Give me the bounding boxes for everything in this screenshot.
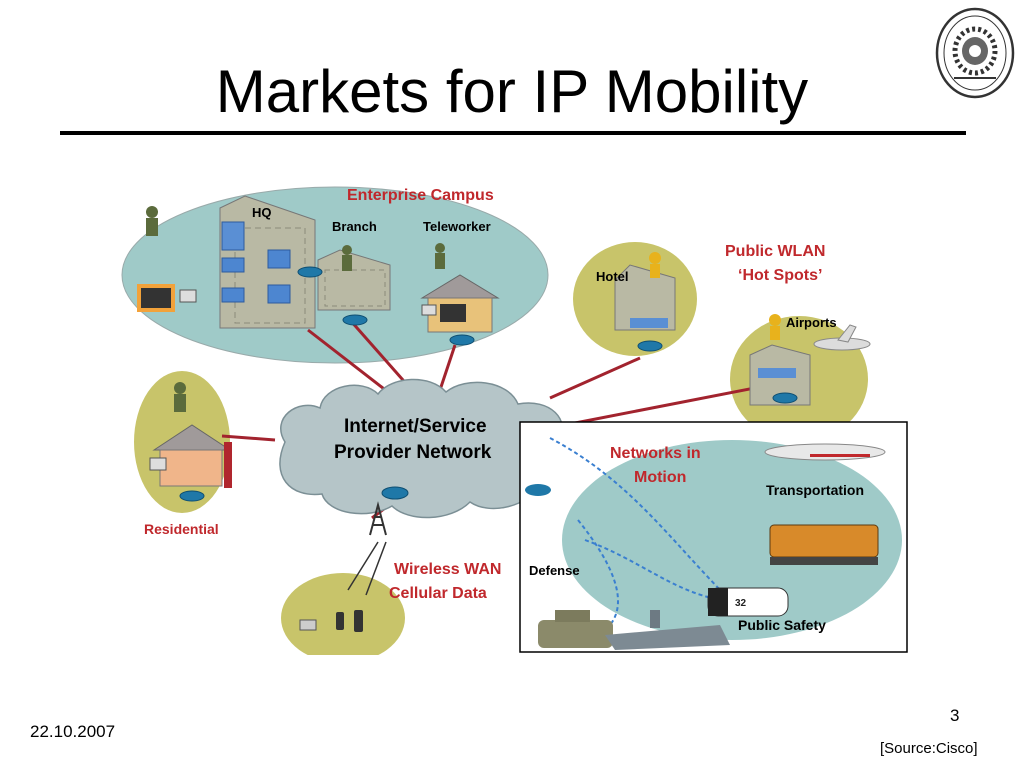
hotel-building xyxy=(614,264,676,331)
hq-building xyxy=(219,195,316,329)
police-car-icon: 32 xyxy=(707,587,789,617)
teleworker-house xyxy=(420,274,500,333)
label-networks-in: Networks in xyxy=(610,445,701,462)
label-enterprise-campus: Enterprise Campus xyxy=(347,187,494,204)
police-car-number: 32 xyxy=(735,598,747,609)
tank-icon xyxy=(538,610,613,648)
residential-house xyxy=(149,424,232,488)
cellular-links xyxy=(347,541,387,596)
label-hot-spots: ‘Hot Spots’ xyxy=(738,267,822,284)
title-divider xyxy=(60,131,966,135)
label-public-safety: Public Safety xyxy=(738,617,826,633)
ip-mobility-diagram: 32 Enterprise Campus HQ Branch Teleworke… xyxy=(121,186,908,655)
source-citation: [Source:Cisco] xyxy=(880,740,978,757)
label-hotel: Hotel xyxy=(596,269,629,284)
label-branch: Branch xyxy=(332,219,377,234)
airport-building xyxy=(749,344,811,406)
page-number: 3 xyxy=(950,706,960,725)
person-figures xyxy=(146,206,445,412)
motion-routers xyxy=(525,484,551,496)
train-icon xyxy=(769,524,879,565)
label-wireless-wan: Wireless WAN xyxy=(394,561,501,578)
mobile-devices xyxy=(299,610,363,632)
label-transportation: Transportation xyxy=(766,482,864,498)
label-core-line2: Provider Network xyxy=(334,442,492,463)
traveler-figure xyxy=(649,252,781,340)
label-core-line1: Internet/Service xyxy=(344,416,487,437)
campus-workstation xyxy=(137,284,197,312)
label-residential: Residential xyxy=(144,521,219,537)
label-airports: Airports xyxy=(786,315,837,330)
institute-seal-icon xyxy=(935,7,1015,99)
label-public-wlan: Public WLAN xyxy=(725,243,825,260)
label-hq: HQ xyxy=(252,205,272,220)
slide-title: Markets for IP Mobility xyxy=(215,58,809,125)
label-motion: Motion xyxy=(634,469,686,486)
wireless-wave-links xyxy=(549,437,731,626)
label-teleworker: Teleworker xyxy=(423,219,491,234)
airplane-icon xyxy=(813,324,871,351)
ship-icon xyxy=(605,610,730,650)
label-cellular-data: Cellular Data xyxy=(389,585,487,602)
branch-building xyxy=(317,249,391,311)
slide-date: 22.10.2007 xyxy=(30,722,116,741)
teleworker-device xyxy=(421,304,437,316)
networks-in-motion-region xyxy=(562,440,902,640)
label-defense: Defense xyxy=(529,563,580,578)
transportation-plane xyxy=(764,443,886,461)
